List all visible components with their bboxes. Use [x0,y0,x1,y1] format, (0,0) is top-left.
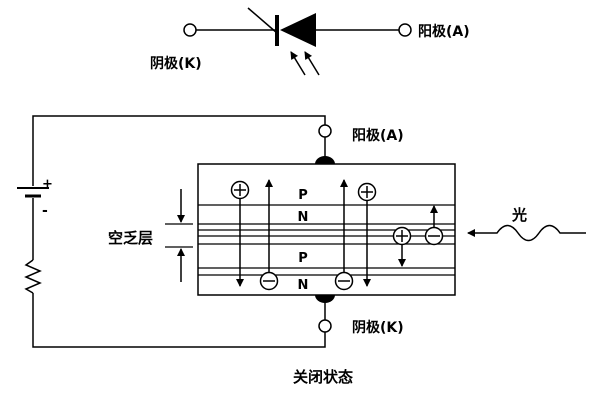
depletion-indicator: 空乏层 [108,189,193,282]
symbol-diode-triangle [280,13,316,47]
negative-carrier-icon [259,271,279,291]
device-anode-terminal [318,124,332,138]
negative-carrier-icon [424,226,444,246]
symbol-anode-label: 阳极(A) [418,23,470,40]
light-arrow-icon [290,51,306,76]
incident-light: 光 [467,206,586,242]
depletion-label: 空乏层 [108,229,153,247]
diode-symbol: 阴极(K) 阳极(A) [150,7,470,76]
symbol-cathode-label: 阴极(K) [150,55,202,72]
layer-label-p-top: P [298,188,308,203]
circuit-wire [32,115,326,186]
resistor-icon [24,259,42,294]
positive-carrier-icon [392,226,412,246]
circuit-anode-label: 阳极(A) [352,127,404,144]
symbol-gate-line [247,7,278,34]
light-wave-icon [467,224,586,242]
positive-carrier-icon [230,180,250,200]
layer-label-p-bottom: P [298,251,308,266]
circuit-wire [32,293,326,348]
symbol-anode-terminal [398,23,412,37]
light-label: 光 [511,206,527,224]
layer-label-n-top: N [298,210,309,225]
battery-minus-sign: - [42,203,48,219]
device-cathode-terminal [318,319,332,333]
diagram-caption: 关闭状态 [293,368,353,386]
semiconductor-body: P N P N [197,163,456,296]
negative-carrier-icon [334,271,354,291]
anode-contact [315,156,335,164]
battery-plus-sign: + [42,177,53,192]
cathode-contact [315,295,335,303]
layer-label-n-bottom: N [298,278,309,293]
symbol-cathode-terminal [183,23,197,37]
circuit-cathode-label: 阴极(K) [352,319,404,336]
external-circuit: + - 阳极(A) 阴极(K) [17,115,404,348]
light-arrow-icon [304,51,320,76]
positive-carrier-icon [357,182,377,202]
